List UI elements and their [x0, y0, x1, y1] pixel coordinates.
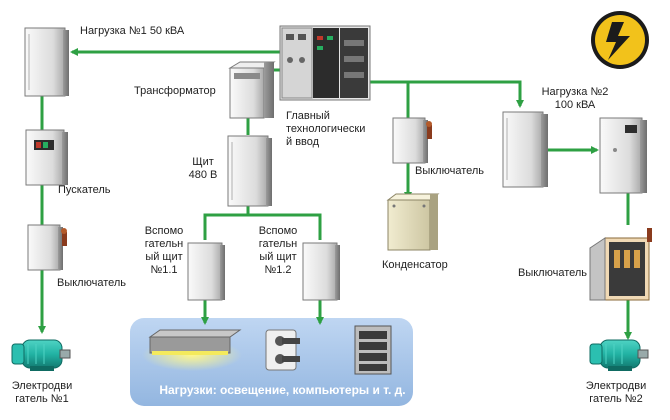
motor2-label: Электродви гатель №2 [585, 380, 647, 405]
switch-left-label: Выключатель [57, 277, 127, 289]
transformer-icon [228, 61, 276, 119]
main-switchgear [279, 25, 371, 101]
switch-right-open [589, 228, 652, 301]
motor2-icon [589, 339, 649, 371]
load1-cabinet [24, 27, 69, 97]
wire-main-right-bus [368, 80, 524, 108]
load2-label: Нагрузка №2 100 кВА [541, 86, 609, 111]
motor1-icon [11, 339, 71, 371]
lightning-bolt-logo-icon [591, 11, 649, 69]
starter-cabinet [25, 129, 68, 186]
aux-panel-2-cabinet [302, 242, 340, 301]
load1-label: Нагрузка №1 50 кВА [80, 25, 185, 37]
aux-panel-1-label: Вспомо гательн ый щит №1.1 [144, 225, 184, 276]
switch-right-label: Выключатель [518, 267, 588, 279]
panel-480v-cabinet [227, 135, 272, 207]
capacitor-label: Конденсатор [382, 259, 448, 271]
transformer-label: Трансформатор [134, 85, 216, 97]
motor1-label: Электродви гатель №1 [11, 380, 73, 405]
aux-panel-2-label: Вспомо гательн ый щит №1.2 [258, 225, 298, 276]
right-switchgear [599, 117, 647, 194]
panel-480v-label: Щит 480 В [188, 156, 218, 181]
light-fixture-icon [142, 329, 242, 371]
load2-cabinet [502, 111, 548, 188]
switch-middle-label: Выключатель [415, 165, 485, 177]
power-outlet-icon [265, 329, 300, 371]
main-input-label: Главный технологически й ввод [286, 110, 366, 148]
connection-lines [38, 48, 632, 340]
capacitor-icon [386, 193, 440, 251]
switch-middle [392, 117, 432, 164]
wire-aux-bus [203, 213, 322, 240]
starter-label: Пускатель [58, 184, 111, 196]
loads-caption: Нагрузки: освещение, компьютеры и т. д. [159, 383, 406, 397]
server-rack-icon [354, 325, 392, 375]
switch-left [27, 224, 67, 271]
aux-panel-1-cabinet [187, 242, 225, 301]
